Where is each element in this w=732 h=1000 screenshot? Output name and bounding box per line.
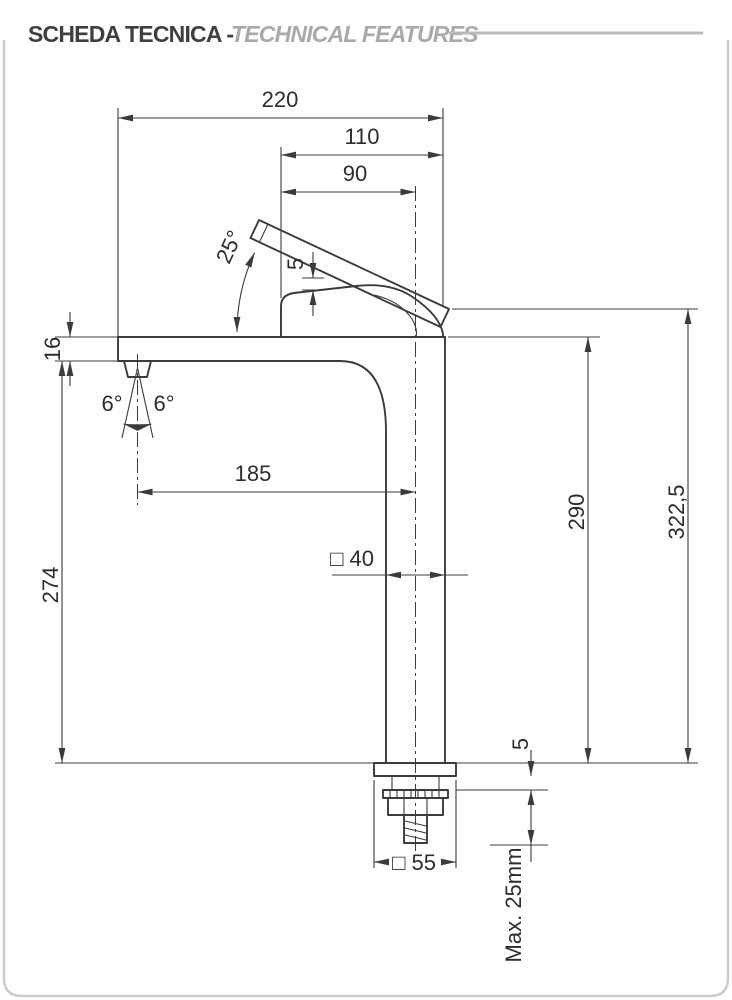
dim-outlet-height: 274	[38, 567, 63, 604]
faucet-details	[259, 223, 440, 841]
washer-knurl	[389, 790, 440, 798]
page-subtitle: TECHNICAL FEATURES	[231, 21, 479, 47]
dim-body-width: 90	[343, 161, 367, 186]
centerlines	[137, 186, 416, 855]
aerator	[123, 360, 152, 378]
nut-facets	[403, 798, 428, 815]
dim-spout-reach: 220	[262, 87, 299, 112]
dim-base-section: □ 55	[392, 850, 436, 875]
dimension-labels: 220 110 90 185 □ 40 □ 55 274 290 322,5 1…	[38, 87, 689, 962]
dim-plate-gap: 5	[508, 738, 533, 750]
dim-handle-gap: 5	[283, 258, 308, 270]
dim-swivel-right: 6°	[153, 391, 174, 416]
sheet-header: SCHEDA TECNICA - TECHNICAL FEATURES	[28, 21, 703, 47]
page-title: SCHEDA TECNICA -	[28, 21, 233, 47]
extension-lines	[55, 108, 698, 868]
dimension-lines	[58, 114, 692, 866]
handle-lever	[249, 219, 450, 328]
dim-handle-length: 110	[344, 124, 379, 149]
angle-arc-25	[233, 252, 256, 333]
dim-max-mounting: Max. 25mm	[501, 848, 526, 963]
spout-and-column	[117, 336, 387, 764]
dim-body-height: 290	[564, 494, 589, 531]
handle-tip-facet	[259, 223, 269, 243]
faucet-outline	[117, 219, 457, 844]
body-inner-curve	[373, 294, 418, 338]
sheet-border	[2, 40, 730, 998]
dim-swivel-left: 6°	[101, 391, 122, 416]
dim-handle-angle: 25°	[211, 226, 248, 267]
dim-spout-thickness: 16	[40, 337, 65, 361]
base-plate	[373, 762, 457, 777]
dim-total-height: 322,5	[664, 484, 689, 539]
mixer-body	[280, 284, 444, 338]
dim-outlet-reach: 185	[235, 461, 272, 486]
shank-sides	[391, 776, 440, 790]
dim-column-section: □ 40	[330, 546, 374, 571]
